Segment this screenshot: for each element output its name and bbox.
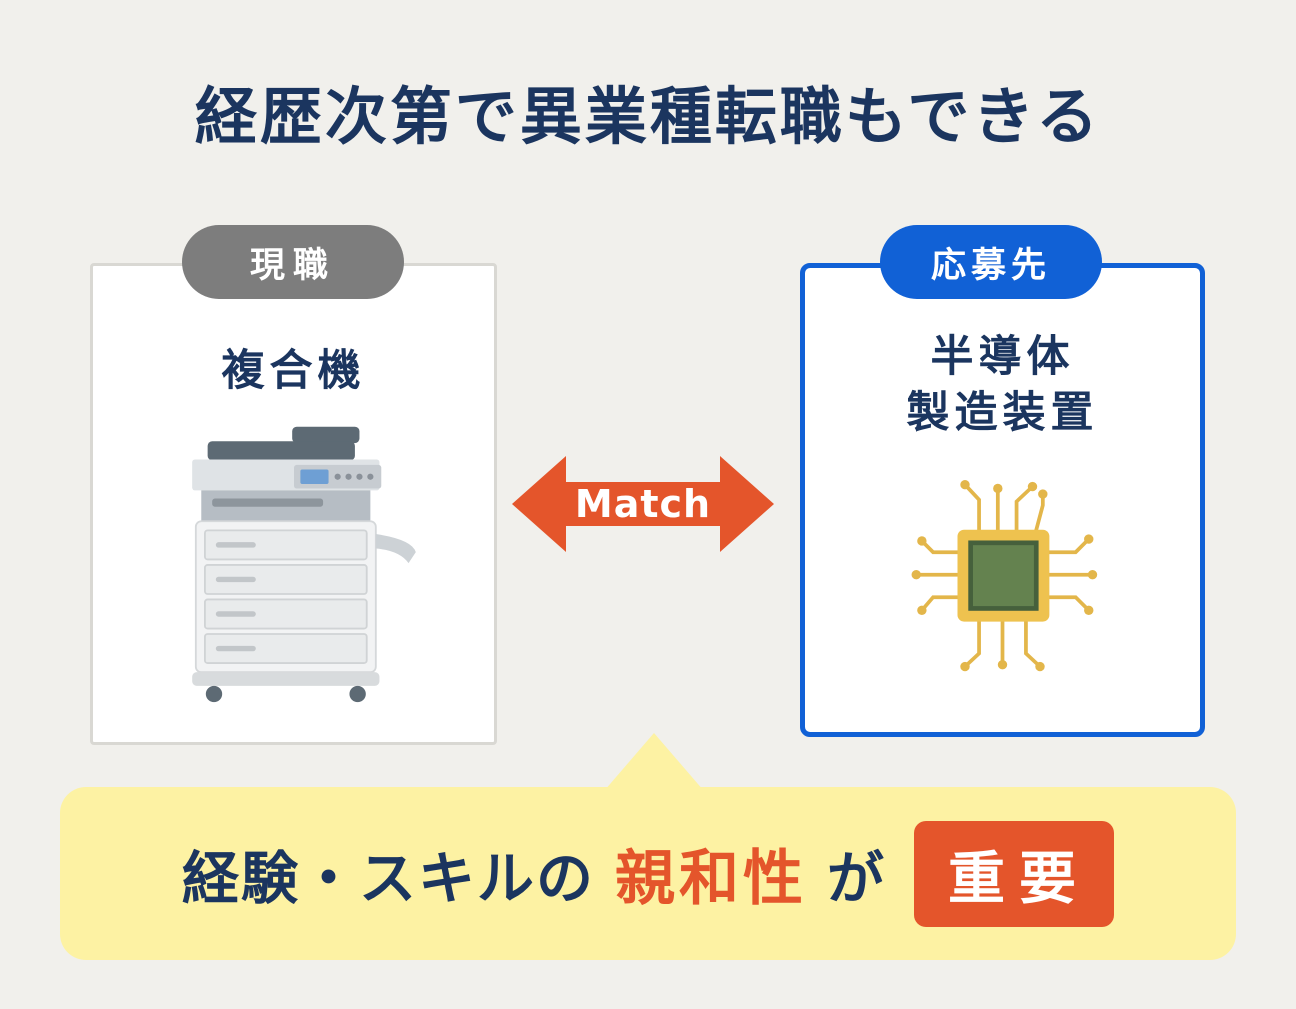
target-job-badge: 応募先: [880, 225, 1102, 299]
double-arrow-icon: [512, 456, 774, 552]
copier-icon: [93, 414, 494, 714]
page-title: 経歴次第で異業種転職もできる: [194, 80, 1102, 153]
banner-text-prefix: 経験・スキルの: [182, 845, 595, 912]
match-arrow: Match: [508, 438, 778, 570]
target-job-label-line2: 製造装置: [906, 387, 1099, 438]
current-job-label: 複合機: [221, 346, 366, 396]
semiconductor-chip-icon: [805, 460, 1200, 695]
match-label: Match: [574, 482, 712, 526]
conclusion-banner: 経験・スキルの 親和性 が 重要: [60, 787, 1236, 960]
current-job-card: 複合機: [90, 263, 497, 745]
current-job-badge: 現職: [182, 225, 404, 299]
banner-importance-badge: 重要: [914, 820, 1114, 927]
banner-text-highlight: 親和性: [615, 844, 807, 914]
target-job-label: 半導体 製造装置: [805, 330, 1200, 442]
target-job-card: 半導体 製造装置: [800, 263, 1205, 737]
banner-notch: [604, 733, 704, 791]
banner-text-particle: が: [827, 845, 886, 912]
target-job-label-line1: 半導体: [930, 332, 1075, 382]
